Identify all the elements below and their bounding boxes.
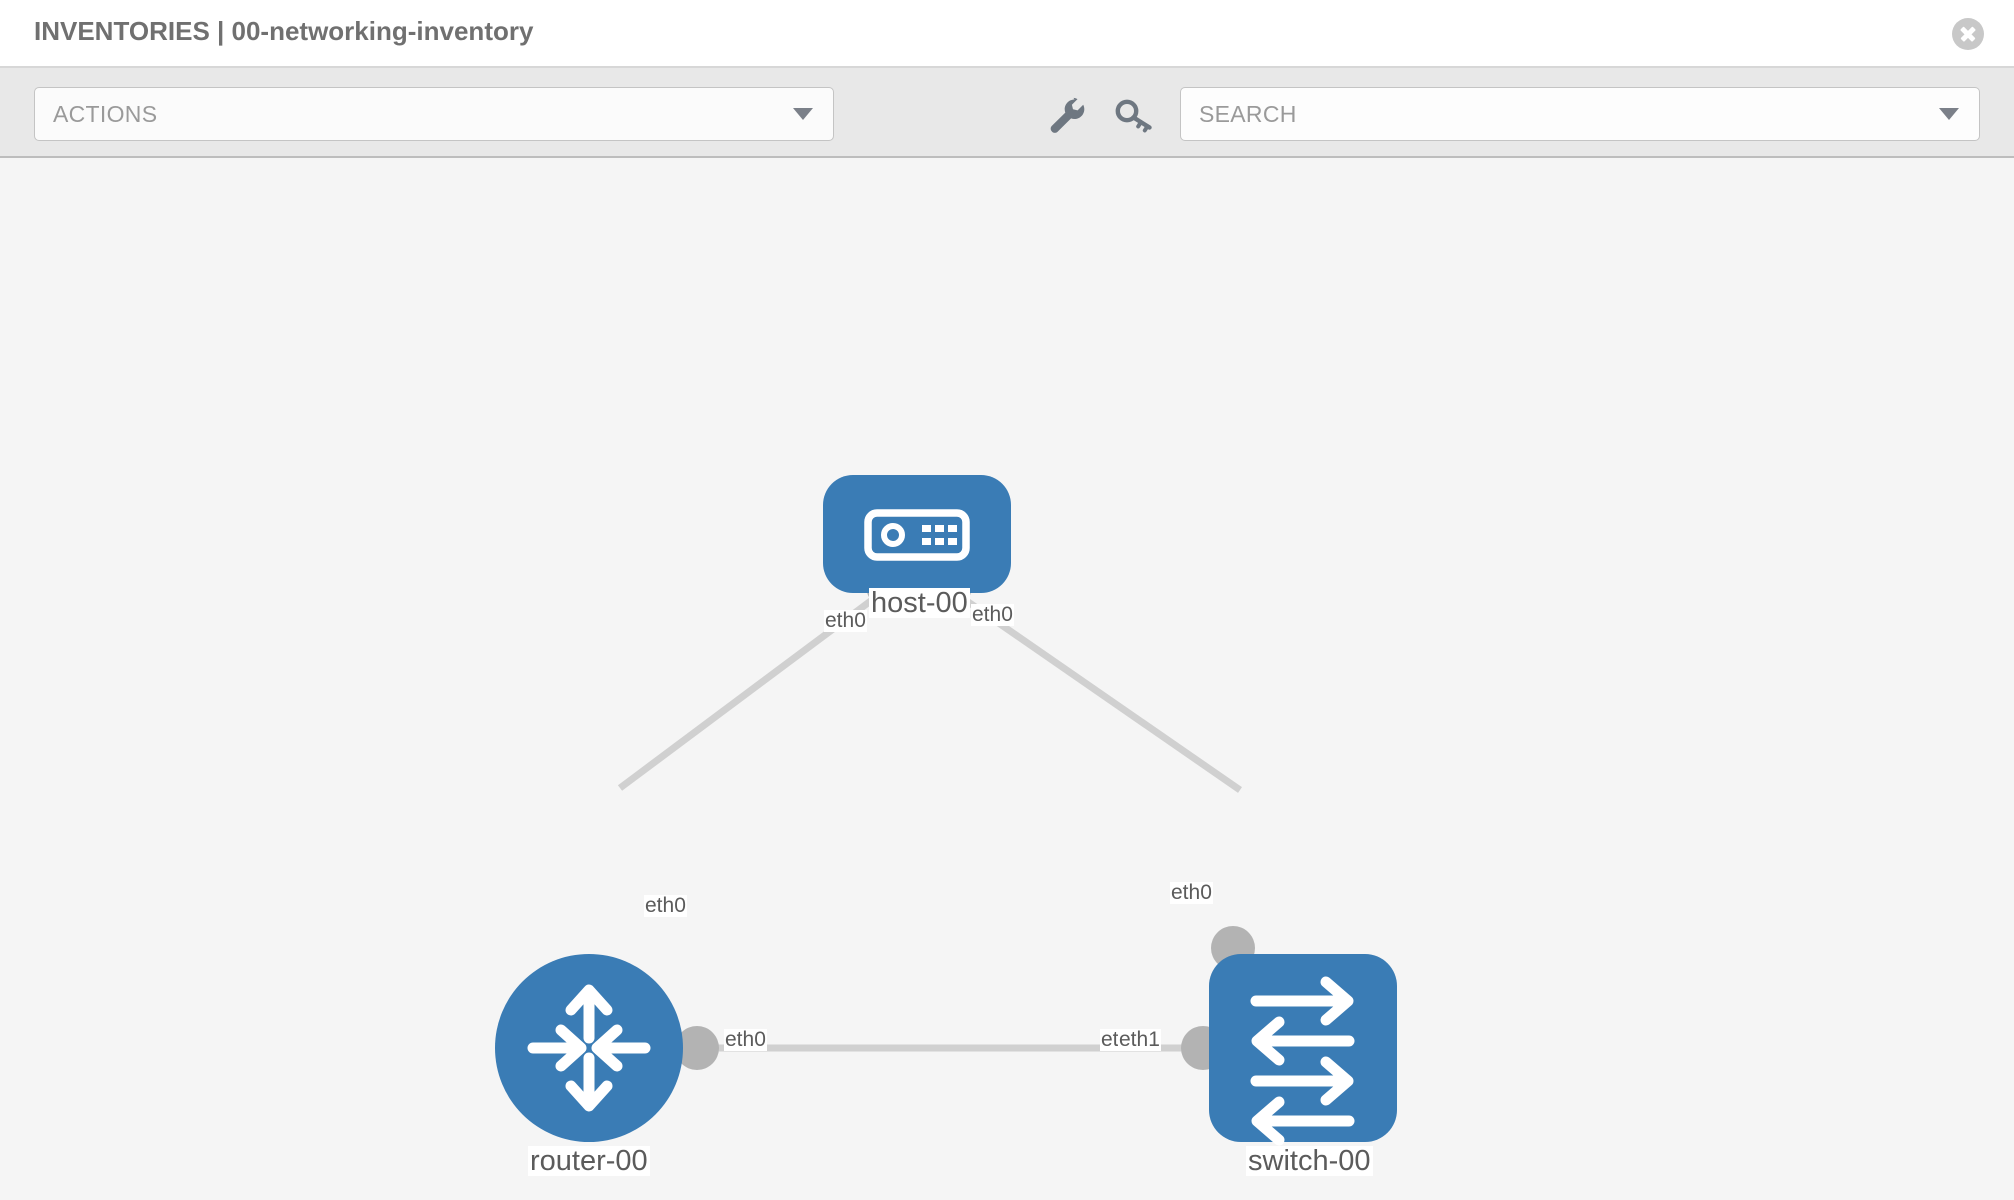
page-header: INVENTORIES | 00-networking-inventory xyxy=(0,0,2014,68)
node-router-00 xyxy=(495,954,683,1142)
server-icon xyxy=(864,509,970,561)
topology-graph xyxy=(495,475,1397,1146)
actions-dropdown-label: ACTIONS xyxy=(53,101,158,127)
node-switch-00 xyxy=(1209,954,1397,1146)
actions-dropdown[interactable]: ACTIONS xyxy=(34,87,834,141)
chevron-down-icon xyxy=(793,108,813,120)
router-arrows-icon xyxy=(527,984,651,1112)
chevron-down-icon[interactable] xyxy=(1939,108,1959,120)
search-input[interactable]: SEARCH xyxy=(1180,87,1980,141)
node-host-00-shape xyxy=(823,475,1011,593)
search-placeholder: SEARCH xyxy=(1199,101,1297,127)
connector-router-right xyxy=(675,1026,719,1070)
iface-label-router-right: eth0 xyxy=(724,1028,767,1052)
node-host-00 xyxy=(823,475,1011,593)
iface-label-router-up: eth0 xyxy=(644,894,687,918)
page-title: INVENTORIES | 00-networking-inventory xyxy=(34,16,534,46)
node-label-router-00: router-00 xyxy=(528,1145,650,1177)
topology-links xyxy=(617,585,1242,1052)
node-label-host-00: host-00 xyxy=(869,587,970,619)
topology-canvas[interactable]: host-00 router-00 switch-00 eth0 eth0 et… xyxy=(0,158,2014,1200)
node-switch-00-shape xyxy=(1209,954,1397,1142)
switch-arrows-icon xyxy=(1250,976,1355,1146)
close-icon[interactable] xyxy=(1952,18,1984,50)
wrench-icon[interactable] xyxy=(1044,94,1088,138)
iface-label-switch-left: eth1 xyxy=(1118,1028,1161,1052)
node-label-switch-00: switch-00 xyxy=(1246,1145,1373,1177)
node-router-00-shape xyxy=(495,954,683,1142)
iface-label-switch-up: eth0 xyxy=(1170,881,1213,905)
iface-label-host-left: eth0 xyxy=(824,609,867,633)
topology-connectors xyxy=(675,564,1255,1070)
key-icon[interactable] xyxy=(1112,94,1156,138)
toolbar: ACTIONS SEARCH xyxy=(0,68,2014,158)
iface-label-host-right: eth0 xyxy=(971,603,1014,627)
